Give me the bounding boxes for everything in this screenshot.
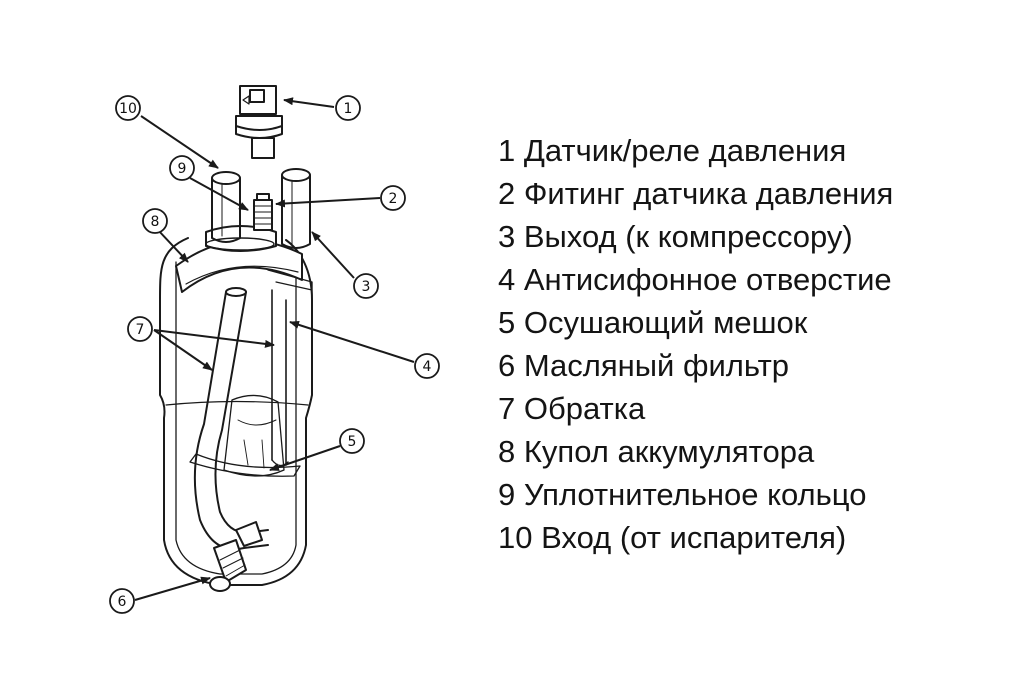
callout-7: 7 [127,316,153,342]
callout-7-circle [127,316,153,342]
leader-7a [153,329,213,371]
leader-5 [269,445,341,471]
desiccant-bag [223,394,285,477]
legend-item-9: 9 Уплотнительное кольцо [498,477,867,512]
callout-8-circle [142,208,168,234]
callout-4: 4 [414,353,440,379]
callout-3-label: 3 [362,279,371,295]
o-ring [205,237,275,251]
leader-7b [153,329,275,348]
callout-4-circle [414,353,440,379]
callout-10-circle [115,95,141,121]
legend-item-8: 8 Купол аккумулятора [498,434,815,469]
callout-7-label: 7 [136,322,145,338]
callout-3: 3 [353,273,379,299]
callout-1: 1 [335,95,361,121]
callout-1-label: 1 [344,101,353,117]
callout-8: 8 [142,208,168,234]
callout-3-circle [353,273,379,299]
leader-1 [283,97,335,108]
oil-filter [213,539,247,583]
callout-9-label: 9 [178,161,187,177]
leader-10 [140,115,219,169]
leader-9 [189,177,249,211]
leader-2 [275,197,381,208]
callout-4-label: 4 [423,359,432,375]
callout-10-label: 10 [119,101,137,117]
legend-item-5: 5 Осушающий мешок [498,305,808,340]
parts-legend: 1 Датчик/реле давления 2 Фитинг датчика … [498,129,893,559]
callout-9: 9 [169,155,195,181]
bag-strap [189,453,301,477]
callout-2: 2 [380,185,406,211]
leader-4 [289,320,415,363]
callout-leaders [134,97,415,601]
callout-9-circle [169,155,195,181]
leader-8 [157,229,189,263]
callout-5-label: 5 [348,434,357,450]
callout-5-circle [339,428,365,454]
accumulator-drawing [159,85,313,592]
callout-6: 6 [109,588,135,614]
legend-item-4: 4 Антисифонное отверстие [498,262,892,297]
outlet-pipe [281,174,311,249]
legend-item-2: 2 Фитинг датчика давления [498,176,894,211]
legend-item-1: 1 Датчик/реле давления [498,133,847,168]
callout-8-label: 8 [151,214,160,230]
legend-item-7: 7 Обратка [498,391,646,426]
callout-5: 5 [339,428,365,454]
return-tube [193,291,269,551]
callout-6-circle [109,588,135,614]
legend-item-10: 10 Вход (от испарителя) [498,520,847,555]
leader-6 [134,576,211,601]
leader-3 [311,231,355,279]
callout-markers: 1 2 3 4 5 6 7 8 9 10 [109,95,440,614]
legend-item-3: 3 Выход (к компрессору) [498,219,853,254]
callout-1-circle [335,95,361,121]
callout-2-label: 2 [389,191,398,207]
legend-item-6: 6 Масляный фильтр [498,348,790,383]
callout-6-label: 6 [118,594,127,610]
switch-fitting [253,199,273,231]
callout-10: 10 [115,95,141,121]
callout-2-circle [380,185,406,211]
